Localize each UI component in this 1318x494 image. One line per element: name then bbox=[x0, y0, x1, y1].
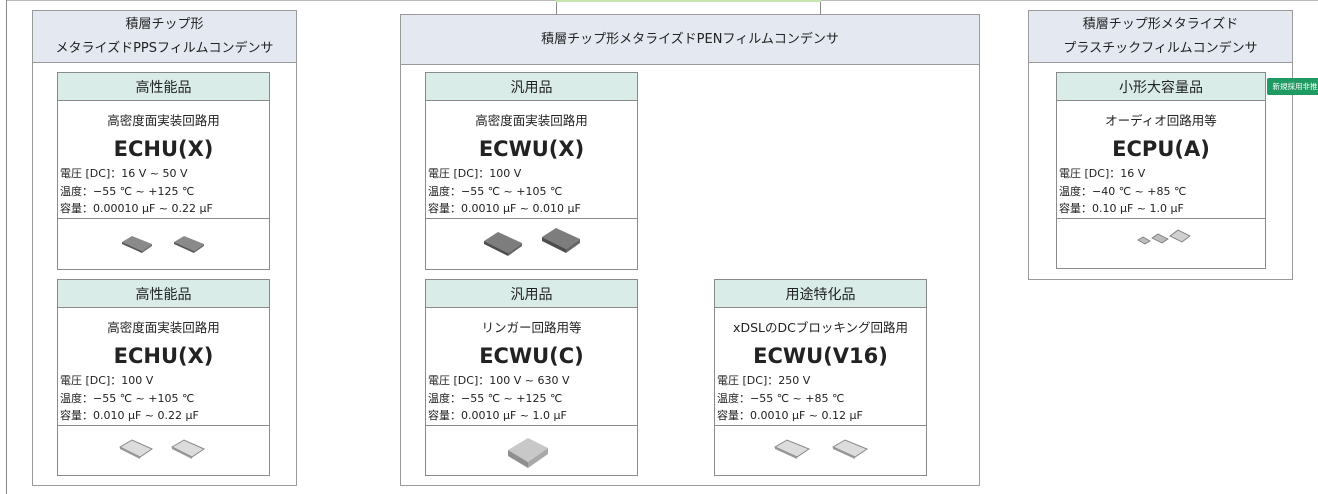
not-recommended-badge: 新規採用非推奨 bbox=[1266, 78, 1318, 95]
spec-capacitance: 容量：0.10 µF ~ 1.0 µF bbox=[1059, 202, 1184, 215]
card-specs: 電圧 [DC]：100 V 温度：−55 ℃ ~ +105 ℃ 容量：0.010… bbox=[58, 372, 269, 425]
card-specs: 電圧 [DC]：16 V 温度：−40 ℃ ~ +85 ℃ 容量：0.10 µF… bbox=[1057, 165, 1265, 218]
product-card-ecwux[interactable]: 汎用品 高密度面実装回路用 ECWU(X) 電圧 [DC]：100 V 温度：−… bbox=[425, 72, 638, 270]
group-header: 積層チップ形メタライズドPENフィルムコンデンサ bbox=[401, 15, 979, 65]
card-usage: xDSLのDCブロッキング回路用 bbox=[733, 320, 908, 335]
chip-image bbox=[1137, 236, 1151, 245]
spec-capacitance: 容量：0.0010 µF ~ 0.12 µF bbox=[717, 409, 863, 422]
spec-capacitance: 容量：0.010 µF ~ 0.22 µF bbox=[60, 409, 199, 422]
card-category: 汎用品 bbox=[426, 280, 637, 308]
spec-capacitance: 容量：0.0010 µF ~ 1.0 µF bbox=[428, 409, 567, 422]
product-image bbox=[426, 425, 637, 474]
chip-image bbox=[542, 228, 580, 253]
card-model-link[interactable]: ECWU(C) bbox=[479, 344, 584, 368]
card-category: 高性能品 bbox=[58, 280, 269, 308]
card-specs: 電圧 [DC]：250 V 温度：−55 ℃ ~ +85 ℃ 容量：0.0010… bbox=[715, 372, 926, 425]
chip-image bbox=[508, 438, 548, 468]
chip-image bbox=[484, 232, 522, 256]
spec-temperature: 温度：−55 ℃ ~ +125 ℃ bbox=[428, 391, 563, 405]
card-model-link[interactable]: ECWU(V16) bbox=[753, 344, 888, 368]
chip-image bbox=[1151, 233, 1169, 244]
spec-temperature: 温度：−55 ℃ ~ +105 ℃ bbox=[60, 391, 195, 405]
spec-temperature: 温度：−55 ℃ ~ +85 ℃ bbox=[717, 391, 845, 405]
product-image bbox=[1057, 218, 1265, 267]
card-category: 汎用品 bbox=[426, 73, 637, 101]
card-specs: 電圧 [DC]：16 V ~ 50 V 温度：−55 ℃ ~ +125 ℃ 容量… bbox=[58, 165, 269, 218]
card-usage: 高密度面実装回路用 bbox=[475, 113, 588, 128]
card-category: 高性能品 bbox=[58, 73, 269, 101]
spec-voltage: 電圧 [DC]：16 V bbox=[1059, 167, 1146, 180]
center-connector-top bbox=[556, 0, 821, 2]
spec-voltage: 電圧 [DC]：250 V bbox=[717, 374, 811, 387]
chip-image bbox=[170, 439, 206, 459]
product-image bbox=[58, 425, 269, 474]
card-specs: 電圧 [DC]：100 V ~ 630 V 温度：−55 ℃ ~ +125 ℃ … bbox=[426, 372, 637, 425]
spec-temperature: 温度：−55 ℃ ~ +105 ℃ bbox=[428, 184, 563, 198]
product-card-echux-1[interactable]: 高性能品 高密度面実装回路用 ECHU(X) 電圧 [DC]：16 V ~ 50… bbox=[57, 72, 270, 270]
product-image bbox=[58, 218, 269, 267]
product-image bbox=[426, 218, 637, 267]
card-model-link[interactable]: ECHU(X) bbox=[113, 137, 214, 161]
group-title-line: 積層チップ形メタライズド bbox=[1082, 16, 1239, 32]
group-header: 積層チップ形 メタライズドPPSフィルムコンデンサ bbox=[33, 11, 296, 63]
card-model-link[interactable]: ECWU(X) bbox=[478, 137, 585, 161]
product-card-ecwuv16[interactable]: 用途特化品 xDSLのDCブロッキング回路用 ECWU(V16) 電圧 [DC]… bbox=[714, 279, 927, 476]
spec-temperature: 温度：−40 ℃ ~ +85 ℃ bbox=[1059, 184, 1187, 198]
left-vertical-line bbox=[6, 0, 7, 494]
card-usage: リンガー回路用等 bbox=[481, 320, 582, 335]
group-title-line: 積層チップ形 bbox=[125, 16, 204, 32]
card-model-link[interactable]: ECPU(A) bbox=[1112, 137, 1210, 161]
spec-temperature: 温度：−55 ℃ ~ +125 ℃ bbox=[60, 184, 195, 198]
spec-voltage: 電圧 [DC]：16 V ~ 50 V bbox=[60, 167, 188, 180]
spec-voltage: 電圧 [DC]：100 V bbox=[428, 167, 522, 180]
product-card-ecpua[interactable]: 小形大容量品 新規採用非推奨 オーディオ回路用等 ECPU(A) 電圧 [DC]… bbox=[1056, 72, 1318, 269]
card-category: 小形大容量品 新規採用非推奨 bbox=[1057, 73, 1318, 101]
card-category-label: 小形大容量品 bbox=[1119, 79, 1203, 96]
product-card-ecwuc[interactable]: 汎用品 リンガー回路用等 ECWU(C) 電圧 [DC]：100 V ~ 630… bbox=[425, 279, 638, 476]
group-title-line: 積層チップ形メタライズドPENフィルムコンデンサ bbox=[541, 31, 839, 47]
chip-image bbox=[122, 236, 152, 253]
card-model-link[interactable]: ECHU(X) bbox=[113, 344, 214, 368]
spec-capacitance: 容量：0.00010 µF ~ 0.22 µF bbox=[60, 202, 213, 215]
chip-image bbox=[174, 236, 204, 253]
chip-image bbox=[1169, 229, 1191, 243]
chip-image bbox=[118, 439, 154, 459]
chip-image bbox=[831, 439, 869, 459]
product-card-echux-2[interactable]: 高性能品 高密度面実装回路用 ECHU(X) 電圧 [DC]：100 V 温度：… bbox=[57, 279, 270, 476]
group-title-line: メタライズドPPSフィルムコンデンサ bbox=[55, 40, 274, 56]
card-usage: 高密度面実装回路用 bbox=[107, 113, 220, 128]
card-category: 用途特化品 bbox=[715, 280, 926, 308]
card-specs: 電圧 [DC]：100 V 温度：−55 ℃ ~ +105 ℃ 容量：0.001… bbox=[426, 165, 637, 218]
spec-voltage: 電圧 [DC]：100 V bbox=[60, 374, 154, 387]
spec-voltage: 電圧 [DC]：100 V ~ 630 V bbox=[428, 374, 570, 387]
group-title-line: プラスチックフィルムコンデンサ bbox=[1063, 40, 1258, 56]
chip-image bbox=[773, 439, 811, 459]
spec-capacitance: 容量：0.0010 µF ~ 0.010 µF bbox=[428, 202, 581, 215]
card-usage: オーディオ回路用等 bbox=[1105, 113, 1217, 128]
group-header: 積層チップ形メタライズド プラスチックフィルムコンデンサ bbox=[1029, 11, 1292, 63]
product-image bbox=[715, 425, 926, 474]
card-usage: 高密度面実装回路用 bbox=[107, 320, 220, 335]
center-connector-left bbox=[556, 0, 557, 14]
center-connector-right bbox=[820, 0, 821, 14]
